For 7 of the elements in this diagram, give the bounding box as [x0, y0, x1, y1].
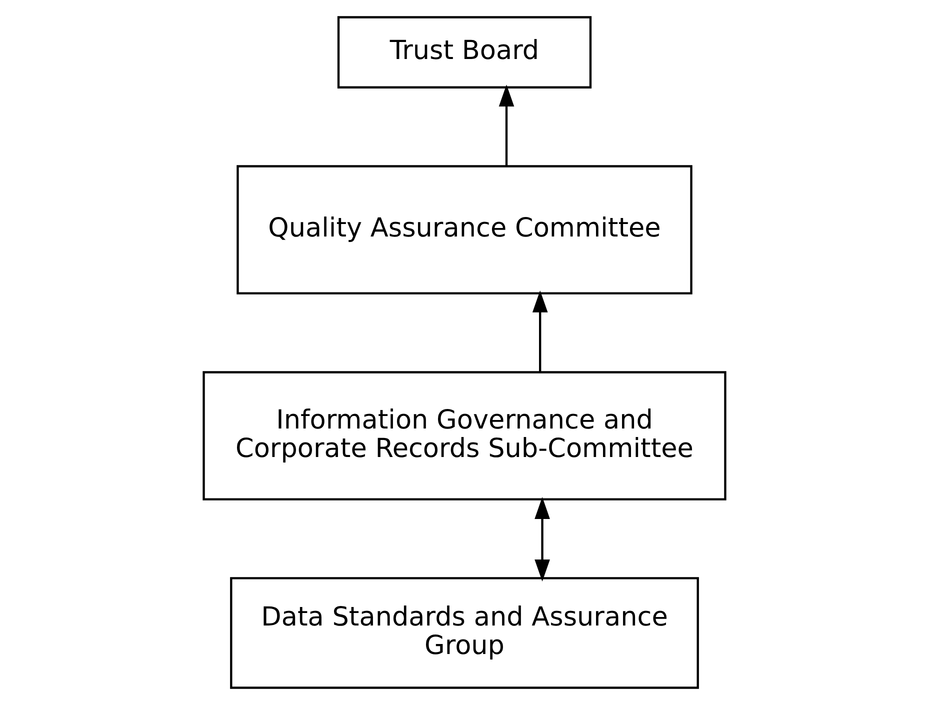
- arrow: [498, 84, 514, 166]
- node-box: Quality Assurance Committee: [236, 165, 692, 294]
- arrow: [534, 497, 550, 582]
- arrow: [532, 290, 548, 372]
- node-box: Data Standards and Assurance Group: [230, 577, 699, 689]
- node-box: Trust Board: [337, 16, 592, 88]
- node-box: Information Governance and Corporate Records Sub-Committee: [202, 371, 726, 500]
